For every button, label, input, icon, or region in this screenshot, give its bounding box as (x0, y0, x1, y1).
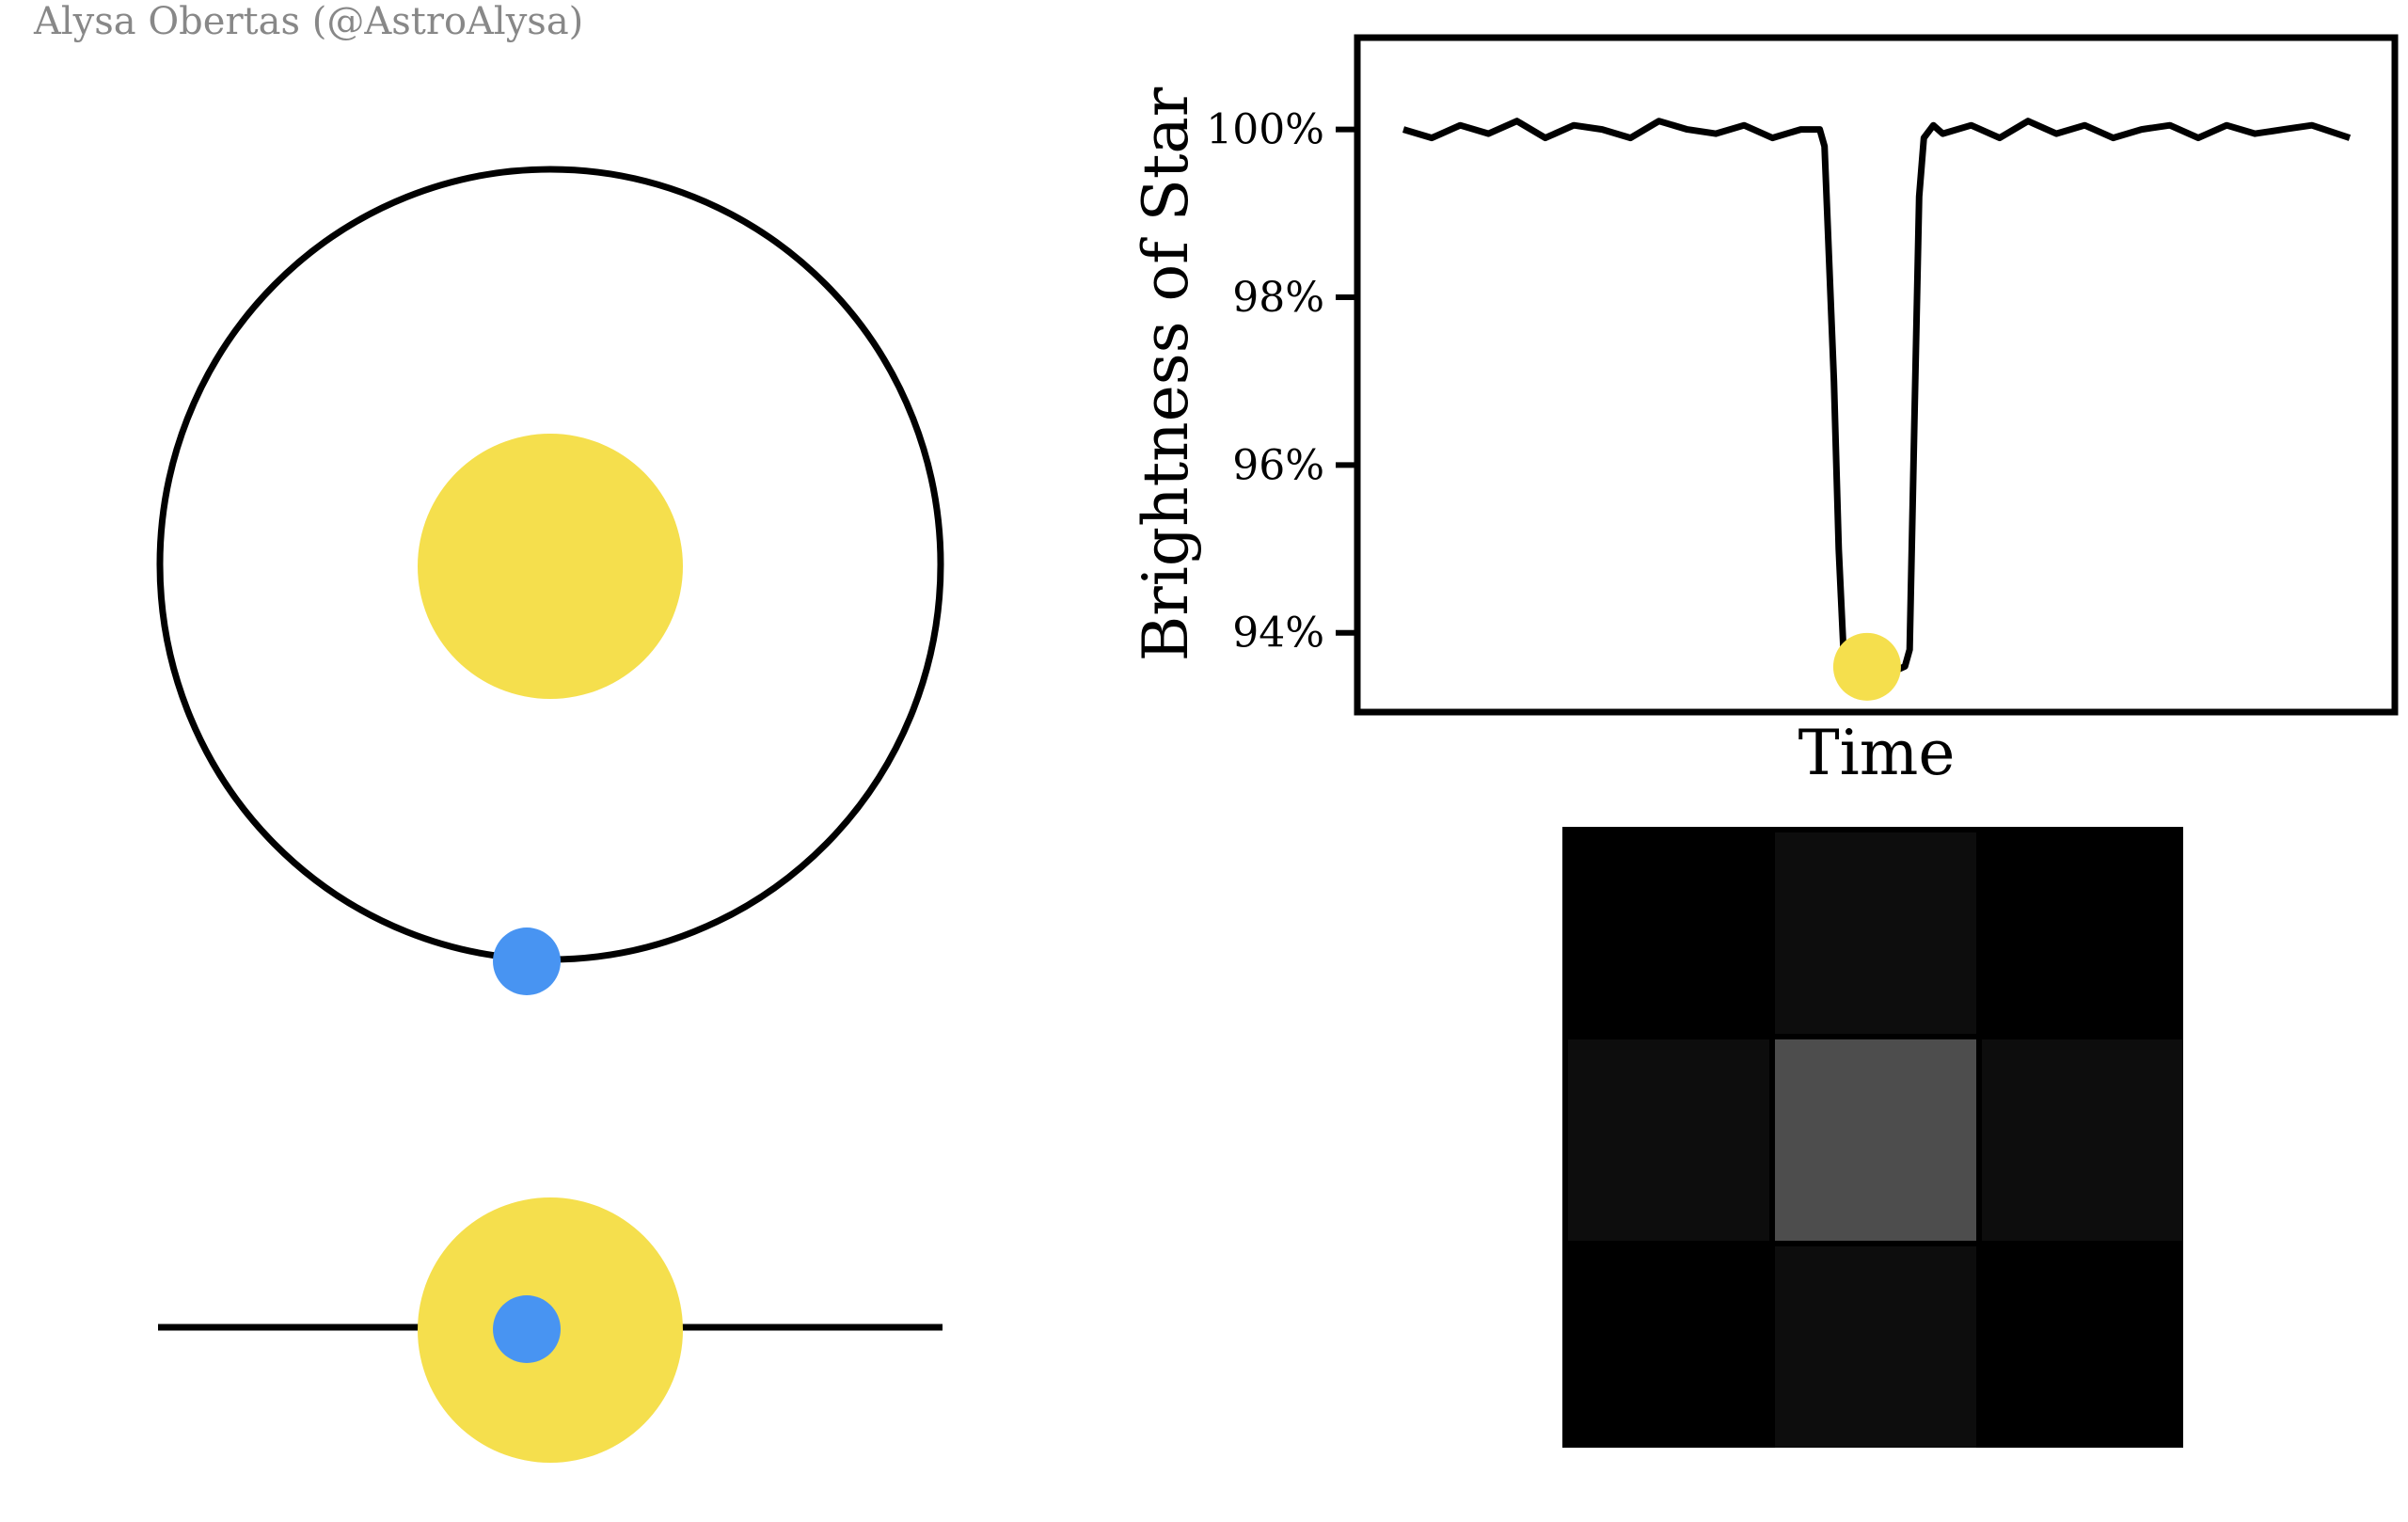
pixel-cell (1982, 1039, 2183, 1241)
y-tick-label: 94% (1232, 610, 1324, 658)
author-credit: Alysa Obertas (@AstroAlysa) (33, 0, 583, 43)
pixel-cell (1568, 832, 1769, 1034)
light-curve-chart: 100% 98% 96% 94% Brightness of Star Time (1130, 34, 2399, 789)
pixel-cell (1568, 1246, 1769, 1448)
y-axis-label: Brightness of Star (1130, 87, 1202, 661)
y-tick-label: 100% (1206, 106, 1324, 154)
pixel-cell (1775, 1246, 1976, 1448)
pixel-image (1562, 827, 2183, 1448)
x-axis-label: Time (1798, 717, 1956, 789)
pixel-cell (1775, 1039, 1976, 1241)
pixel-cell (1775, 832, 1976, 1034)
y-tick-label: 96% (1232, 441, 1324, 489)
plot-frame (1354, 34, 2399, 716)
pixel-cell (1982, 832, 2183, 1034)
orbit-top-view (156, 166, 944, 995)
planet-side-view (493, 1295, 561, 1363)
star-marker (1832, 632, 1901, 701)
y-axis-ticks: 100% 98% 96% 94% (1206, 106, 1357, 658)
y-tick-label: 98% (1232, 274, 1324, 322)
light-curve-series (1402, 118, 2352, 678)
pixel-cell (1568, 1039, 1769, 1241)
planet-top-view (493, 927, 561, 995)
star-top-view (418, 434, 683, 699)
pixel-cell (1982, 1246, 2183, 1448)
transit-side-view (158, 1197, 943, 1463)
